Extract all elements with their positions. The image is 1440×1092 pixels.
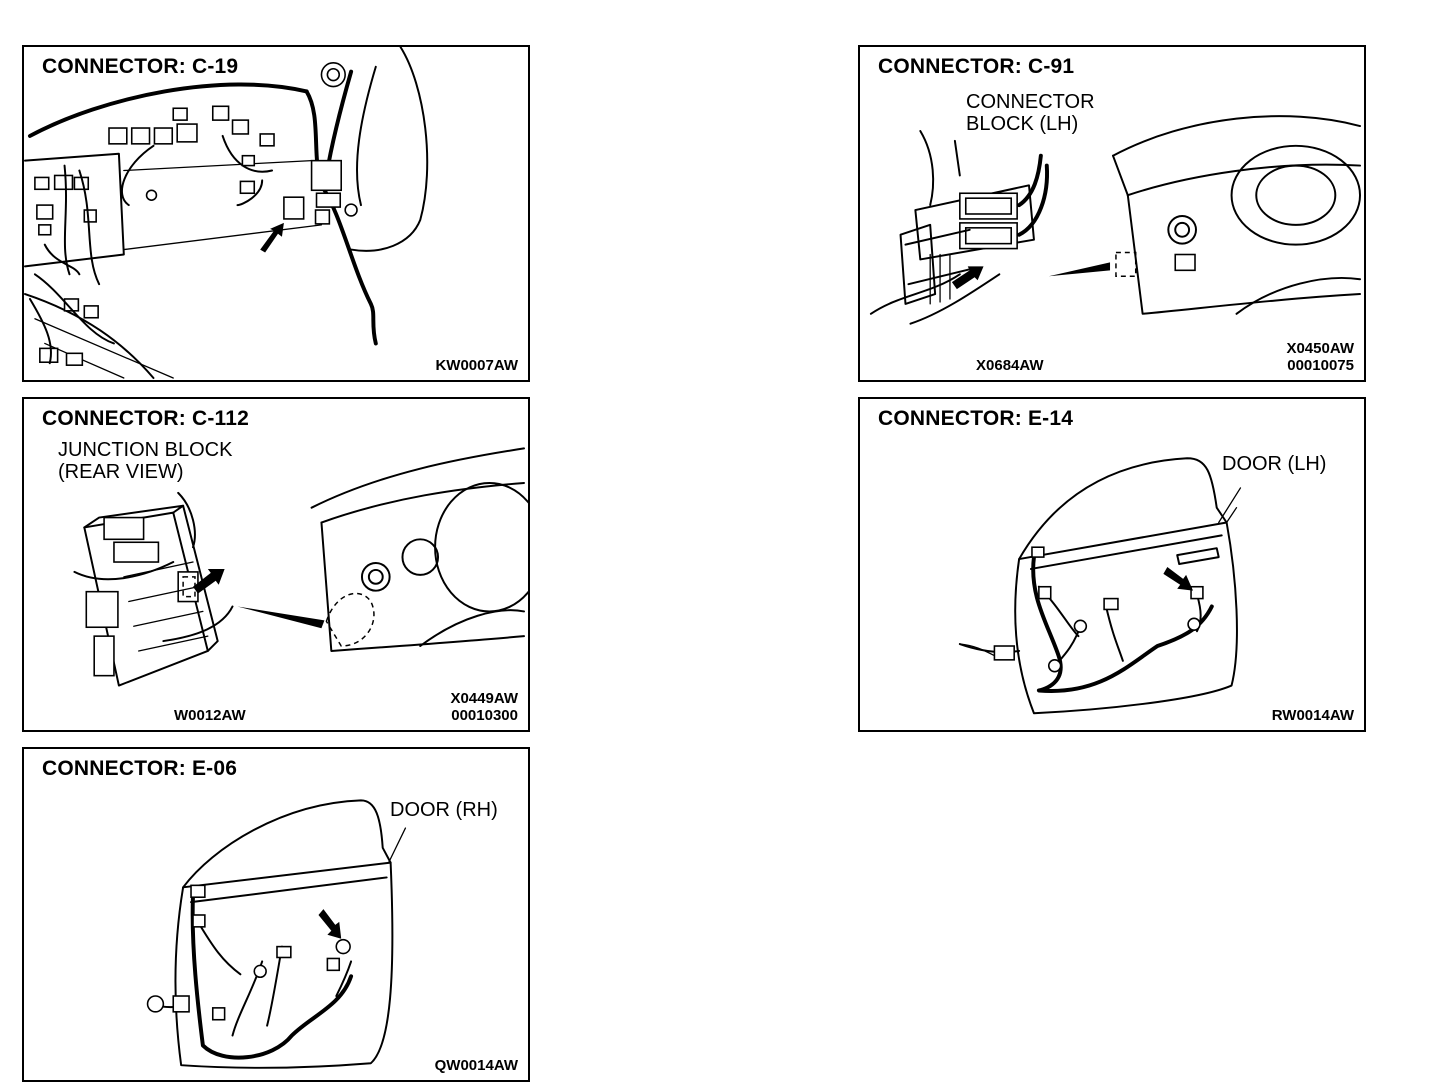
panel-title: CONNECTOR: E-06 — [42, 757, 238, 780]
callout-line-2: BLOCK (LH) — [966, 113, 1079, 135]
callout-label: DOOR (LH) — [1222, 453, 1327, 475]
figure-code-left: X0684AW — [976, 357, 1044, 374]
callout-line-2: (REAR VIEW) — [58, 461, 184, 483]
figure-code-right-2: 00010075 — [1287, 357, 1354, 374]
panel-connector-c91: CONNECTOR: C-91 CONNECTOR BLOCK (LH) X06… — [858, 45, 1366, 382]
panel-title: CONNECTOR: C-112 — [42, 407, 250, 430]
figure-code-right: X0450AW 00010075 — [1286, 340, 1354, 374]
panel-connector-e06: CONNECTOR: E-06 DOOR (RH) QW0014AW — [22, 747, 530, 1082]
figure-code-left: W0012AW — [174, 707, 246, 724]
panel-title: CONNECTOR: E-14 — [878, 407, 1074, 430]
panel-connector-c19: CONNECTOR: C-19 KW0007AW — [22, 45, 530, 382]
callout-label: JUNCTION BLOCK (REAR VIEW) — [58, 439, 232, 483]
figure-code-right: X0449AW 00010300 — [450, 690, 518, 724]
figure-code-right-2: 00010300 — [451, 707, 518, 724]
e14-illustration — [958, 457, 1242, 715]
panel-connector-e14: CONNECTOR: E-14 DOOR (LH) RW0014AW — [858, 397, 1366, 732]
figure-code: RW0014AW — [1271, 707, 1354, 724]
figure-code: QW0014AW — [434, 1057, 518, 1074]
callout-label: DOOR (RH) — [390, 799, 498, 821]
panel-connector-c112: CONNECTOR: C-112 JUNCTION BLOCK (REAR VI… — [22, 397, 530, 732]
figure-code-right-1: X0449AW — [450, 690, 518, 707]
c112-illustration — [73, 447, 528, 687]
figure-code: KW0007AW — [435, 357, 518, 374]
callout-label: CONNECTOR BLOCK (LH) — [966, 91, 1095, 135]
panel-title: CONNECTOR: C-91 — [878, 55, 1075, 78]
callout-line-1: JUNCTION BLOCK — [58, 439, 233, 461]
callout-line-1: CONNECTOR — [966, 91, 1095, 113]
c19-illustration — [24, 47, 429, 380]
figure-code-right-1: X0450AW — [1286, 340, 1354, 357]
panel-title: CONNECTOR: C-19 — [42, 55, 239, 78]
e06-illustration — [146, 799, 407, 1069]
c91-illustration — [869, 115, 1362, 325]
